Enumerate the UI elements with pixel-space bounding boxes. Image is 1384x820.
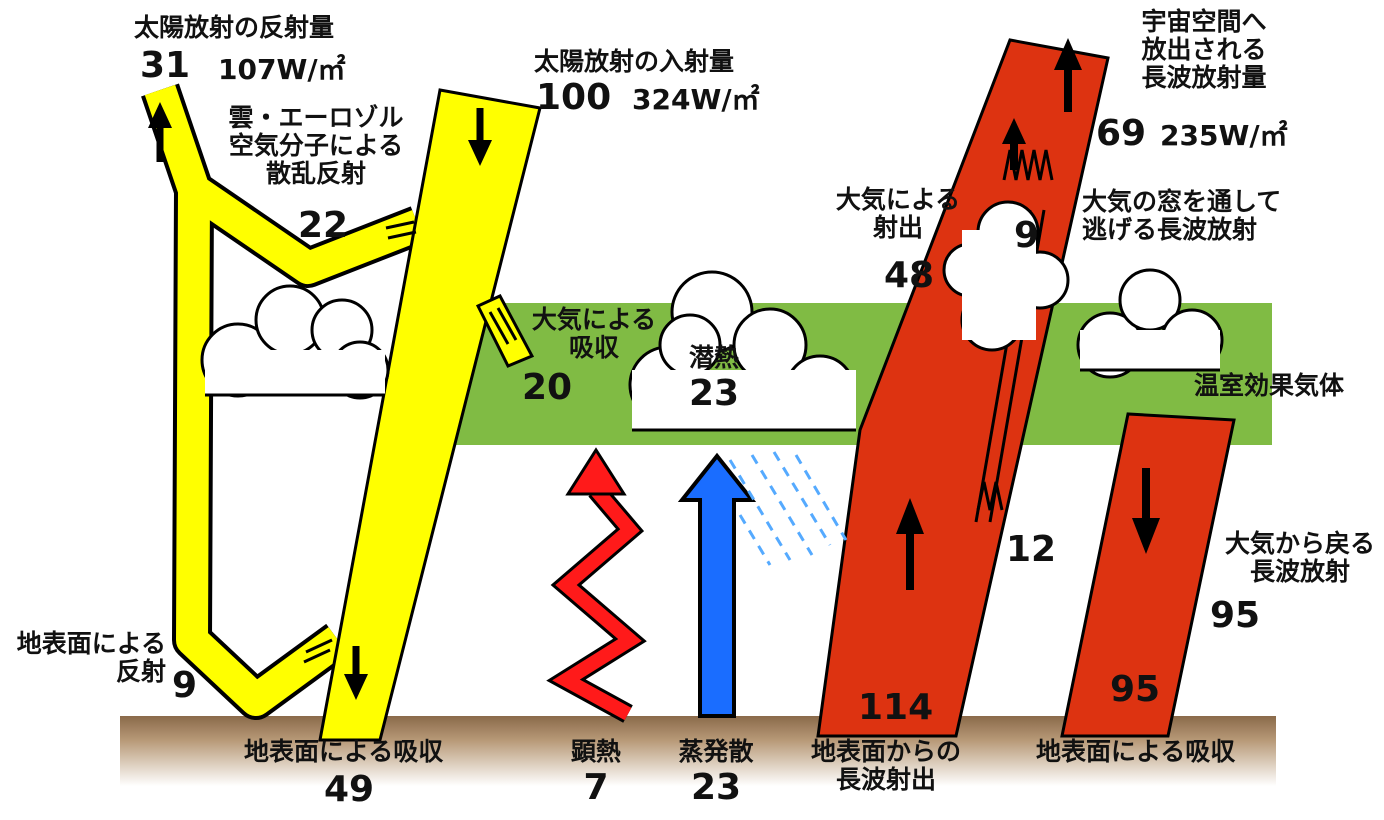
- surface-emission-band-value: 114: [858, 687, 934, 728]
- cloud-scatter-value: 22: [298, 205, 349, 246]
- outgoing-longwave-line2: 放出される: [1141, 35, 1267, 64]
- cloud-scatter-line3: 散乱反射: [265, 159, 366, 188]
- outgoing-longwave-value: 69: [1096, 113, 1147, 154]
- cloud-scatter-line2: 空気分子による: [228, 131, 404, 160]
- evapotranspiration-value: 23: [690, 767, 742, 808]
- surface-reflection-label: 地表面による 反射: [0, 630, 166, 686]
- atm-emission-value: 48: [884, 255, 935, 296]
- atm-absorption-label: 大気による 吸収: [524, 306, 664, 362]
- greenhouse-gas-label: 温室効果気体: [1194, 371, 1345, 400]
- sensible-heat-title: 顕熱: [570, 737, 621, 766]
- longwave-direction-arrows: [896, 38, 1160, 590]
- atm-absorption-line1: 大気による: [531, 305, 657, 334]
- window-label-line2: 逃げる長波放射: [1082, 215, 1258, 244]
- back-radiation-line2: 長波放射: [1249, 557, 1350, 586]
- rain-lines: [728, 451, 848, 566]
- window-ground-value: 12: [1006, 529, 1057, 570]
- cloud-scatter-line1: 雲・エーロゾル: [228, 103, 404, 132]
- atm-absorption-value: 20: [522, 367, 573, 408]
- surface-emission-line1: 地表面からの: [810, 737, 961, 766]
- sensible-heat-value: 7: [583, 767, 609, 808]
- outgoing-longwave-label: 宇宙空間へ 放出される 長波放射量: [1134, 8, 1274, 92]
- back-radiation-label: 大気から戻る 長波放射: [1220, 530, 1380, 586]
- surface-reflection-line1: 地表面による: [16, 629, 166, 658]
- surface-absorption-solar-value: 49: [324, 769, 375, 810]
- back-radiation-band-value: 95: [1110, 669, 1161, 710]
- outgoing-longwave-unit: 235W/㎡: [1160, 119, 1288, 152]
- solar-reflected-path: [141, 83, 426, 720]
- latent-heat-value: 23: [688, 373, 740, 414]
- cloud-scatter-label: 雲・エーロゾル 空気分子による 散乱反射: [218, 104, 414, 188]
- surface-reflection-line2: 反射: [115, 657, 166, 686]
- solar-incoming-title: 太陽放射の入射量: [534, 47, 735, 76]
- window-label-line1: 大気の窓を通して: [1082, 187, 1282, 216]
- surface-absorption-solar-title: 地表面による吸収: [244, 737, 444, 766]
- back-radiation-line1: 大気から戻る: [1224, 529, 1375, 558]
- cloud-left: [200, 284, 390, 400]
- cloud-latent-heat: [628, 270, 856, 432]
- surface-emission-label: 地表面からの 長波射出: [796, 738, 976, 794]
- solar-incoming-value: 100: [536, 77, 612, 118]
- cloud-right: [1076, 268, 1224, 379]
- evapotranspiration-title: 蒸発散: [678, 737, 754, 766]
- solar-incoming-unit: 324W/㎡: [632, 83, 760, 116]
- surface-emission-line2: 長波射出: [835, 765, 936, 794]
- cloud-window: [942, 200, 1070, 352]
- solar-reflected-unit: 107W/㎡: [218, 53, 346, 86]
- surface-reflection-value: 9: [172, 665, 198, 706]
- solar-incoming-band: [318, 88, 542, 742]
- back-radiation-band: [1060, 412, 1236, 738]
- solar-reflected-value: 31: [140, 45, 191, 86]
- window-value: 9: [1014, 215, 1040, 256]
- atm-emission-line1: 大気による: [835, 185, 961, 214]
- outgoing-longwave-line3: 長波放射量: [1141, 63, 1267, 92]
- atm-absorption-line2: 吸収: [568, 333, 619, 362]
- window-label: 大気の窓を通して 逃げる長波放射: [1082, 188, 1281, 244]
- surface-absorption-lw-title: 地表面による吸収: [1036, 737, 1236, 766]
- solar-reflected-title: 太陽放射の反射量: [134, 13, 335, 42]
- evapotranspiration-arrow: [677, 452, 757, 718]
- sensible-heat-arrow: [546, 447, 647, 723]
- latent-heat-title: 潜熱: [688, 343, 739, 372]
- atm-emission-line2: 射出: [872, 213, 923, 242]
- solar-direction-arrows: [148, 102, 492, 700]
- outgoing-longwave-line1: 宇宙空間へ: [1141, 7, 1267, 36]
- back-radiation-value: 95: [1210, 595, 1261, 636]
- solar-flow-ticks: [303, 220, 518, 664]
- atm-emission-label: 大気による 射出: [828, 186, 968, 242]
- surface-longwave-emission-band: [816, 38, 1110, 738]
